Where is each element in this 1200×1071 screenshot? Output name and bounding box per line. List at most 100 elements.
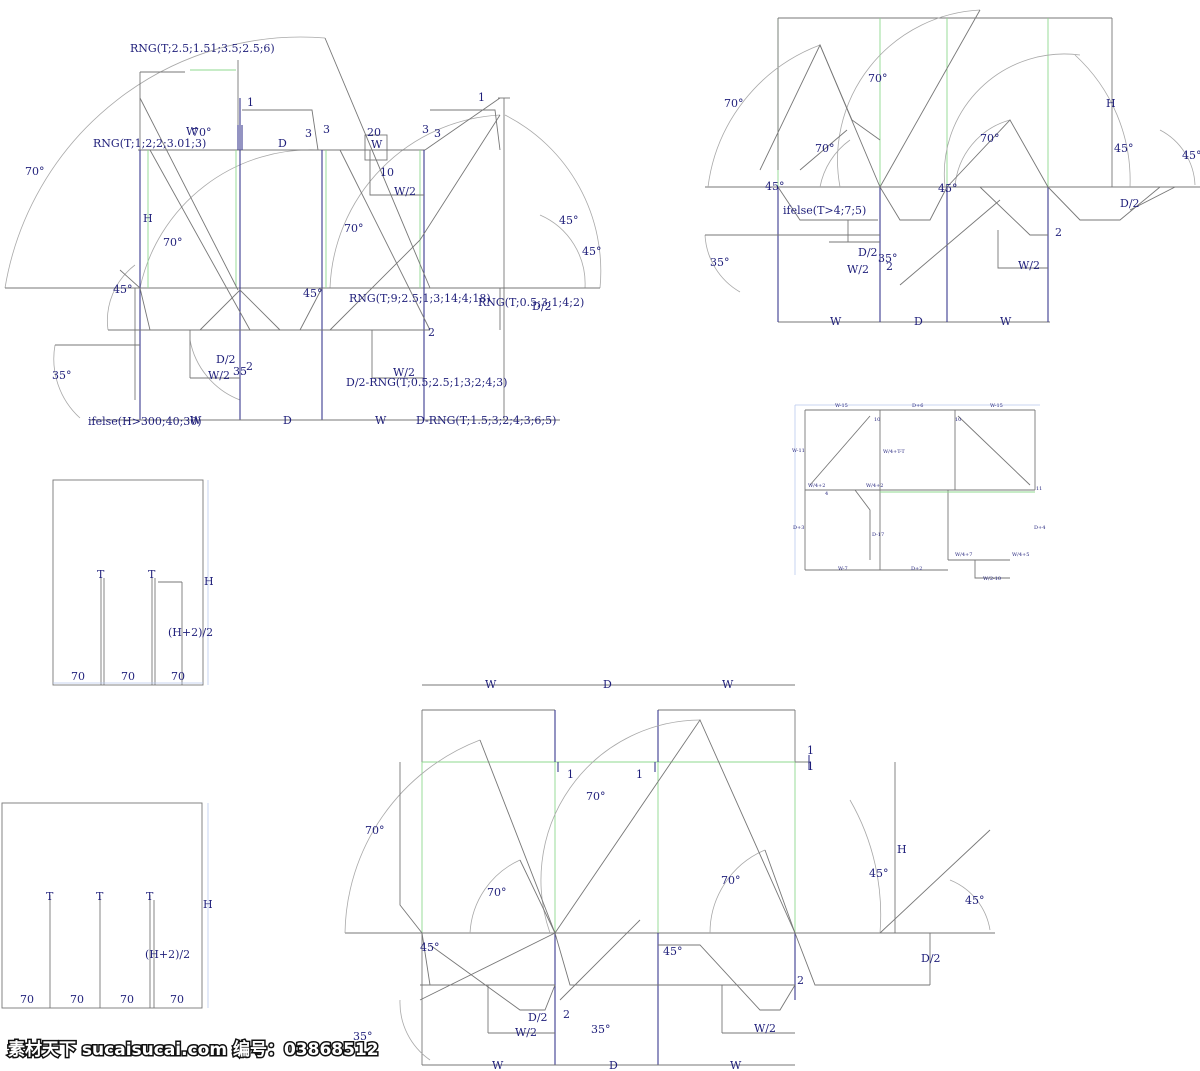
label: H <box>1106 97 1116 110</box>
label: 2 <box>246 360 253 373</box>
label: D-RNG(T;1.5;3;2;4;3;6;5) <box>416 414 556 427</box>
label: D-17 <box>872 532 884 538</box>
angle-label: 45° <box>1114 142 1134 155</box>
label: RNG(T;2.5;1.51;3.5;2.5;6) <box>130 42 275 55</box>
label: W/2 <box>394 185 416 198</box>
label: 70 <box>20 993 34 1006</box>
bottom-center-dieline <box>344 684 995 1066</box>
label: 70 <box>121 670 135 683</box>
label: D <box>609 1059 618 1071</box>
label: D+2 <box>911 566 922 572</box>
label: T <box>146 890 154 903</box>
label: ifelse(H>300;40;30) <box>88 415 202 428</box>
angle-label: 45° <box>582 245 602 258</box>
label: W/2-10 <box>983 576 1001 582</box>
label: W/4+7 <box>955 552 972 558</box>
label: H <box>143 212 153 225</box>
label: W <box>186 125 198 138</box>
angle-label: 45° <box>938 182 958 195</box>
label: D+3 <box>793 525 804 531</box>
label: 10 <box>955 417 961 423</box>
label: 11 <box>1036 486 1042 492</box>
label: D/2 <box>216 353 236 366</box>
angle-label: 35° <box>52 369 72 382</box>
label: 1 <box>807 744 814 757</box>
label: W <box>190 414 202 427</box>
label: T <box>148 568 156 581</box>
label: W <box>375 414 387 427</box>
angle-label: 35° <box>591 1023 611 1036</box>
label: T <box>96 890 104 903</box>
label: (H+2)/2 <box>168 626 213 639</box>
label: D/2 <box>858 246 878 259</box>
angle-label: 70° <box>815 142 835 155</box>
label: D/2 <box>532 300 552 313</box>
label: RNG(T;9;2.5;1;3;14;4;18) <box>349 292 491 305</box>
label: RNG(T;1;2;2;3.01;3) <box>93 137 206 150</box>
label: RNG(T;0.5;3;1;4;2) <box>478 296 584 309</box>
label: T <box>97 568 105 581</box>
label: W <box>1000 315 1012 328</box>
label: 3 <box>305 127 312 140</box>
label: 10 <box>380 166 394 179</box>
label: W <box>722 678 734 691</box>
label: 20 <box>367 126 381 139</box>
small-panel-dieline <box>794 404 1040 579</box>
label: 2 <box>797 974 804 987</box>
angle-label: 70° <box>868 72 888 85</box>
label: 70 <box>170 993 184 1006</box>
label: H <box>203 898 213 911</box>
label: W/2 <box>393 366 415 379</box>
label: 3 <box>323 123 330 136</box>
angle-label: 70° <box>365 824 385 837</box>
label: D <box>914 315 923 328</box>
label: 2 <box>1055 226 1062 239</box>
label: H <box>897 843 907 856</box>
left-bottom-panel: T T T H (H+2)/2 70 70 70 70 <box>1 802 213 1009</box>
label: D/2 <box>921 952 941 965</box>
label: W <box>485 678 497 691</box>
angle-label: 45° <box>965 894 985 907</box>
label: (H+2)/2 <box>145 948 190 961</box>
label: 1 <box>567 768 574 781</box>
angle-label: 45° <box>420 941 440 954</box>
label: 2 <box>886 260 893 273</box>
label: W/4+5 <box>1012 552 1029 558</box>
angle-label: 70° <box>721 874 741 887</box>
label: D+6 <box>912 403 923 409</box>
label: W/2 <box>515 1026 537 1039</box>
angle-label: 70° <box>487 886 507 899</box>
label: W-15 <box>835 403 848 409</box>
top-right-dieline <box>704 9 1200 323</box>
label: D <box>603 678 612 691</box>
label: W <box>830 315 842 328</box>
label: W/4+2 <box>808 483 825 489</box>
label: W/2 <box>208 369 230 382</box>
angle-label: 35° <box>710 256 730 269</box>
small-panel-labels: W-15 D+6 W-15 10 10 W-11 W/4+T-T W/4+2 4… <box>792 403 1045 582</box>
top-left-dieline <box>4 36 602 421</box>
top-right-labels: 70° 70° 70° 70° H 45° 45° 45° 45° ifelse… <box>710 72 1200 328</box>
label: 70 <box>171 670 185 683</box>
label: D/2 <box>528 1011 548 1024</box>
angle-label: 70° <box>586 790 606 803</box>
label: W <box>730 1059 742 1071</box>
label: 70 <box>70 993 84 1006</box>
angle-label: 45° <box>559 214 579 227</box>
label: W <box>492 1059 504 1071</box>
label: 70 <box>120 993 134 1006</box>
angle-label: 45° <box>663 945 683 958</box>
label: 2 <box>563 1008 570 1021</box>
label: D/2 <box>1120 197 1140 210</box>
label: W/2 <box>754 1022 776 1035</box>
label: W/4+2 <box>866 483 883 489</box>
angle-label: 45° <box>1182 149 1200 162</box>
label: D <box>278 137 287 150</box>
angle-label: 35° <box>353 1030 373 1043</box>
label: D+4 <box>1034 525 1045 531</box>
label: ifelse(T>4;7;5) <box>783 204 866 217</box>
angle-label: 45° <box>303 287 323 300</box>
watermark-text: 素材天下 sucaisucai.com 编号：03868512 <box>8 1039 379 1060</box>
label: W/2 <box>847 263 869 276</box>
label: D/2-RNG(T;0.5;2.5;1;3;2;4;3) <box>346 376 507 389</box>
